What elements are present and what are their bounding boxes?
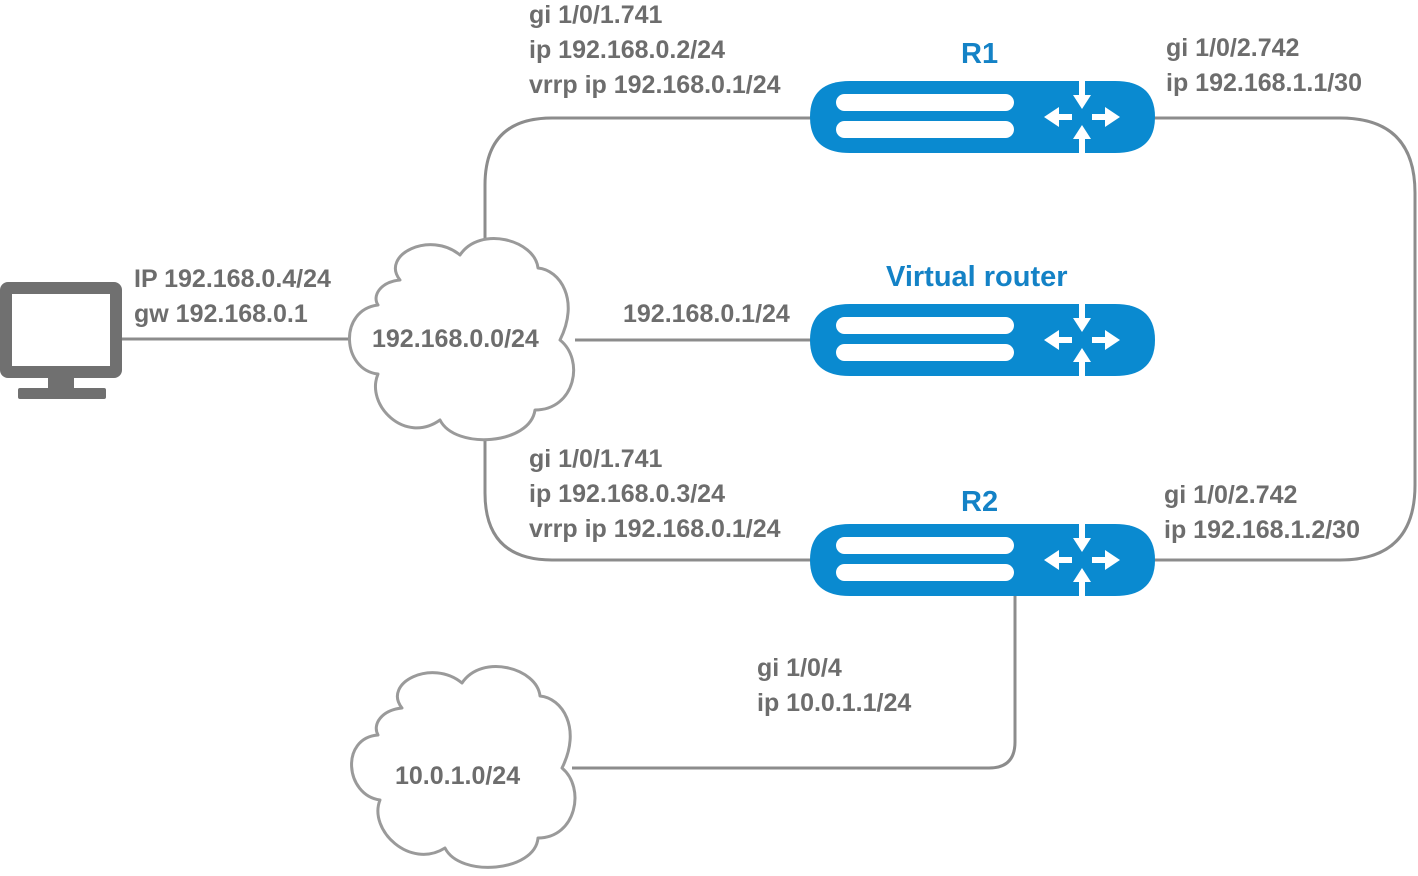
cloud-remote-label: 10.0.1.0/24 [395, 762, 521, 790]
r2-left-ip: ip 192.168.0.3/24 [529, 480, 725, 508]
r2-right-iface: gi 1/0/2.742 [1164, 481, 1298, 509]
r2-name: R2 [961, 486, 999, 518]
r1-right-ip: ip 192.168.1.1/30 [1166, 69, 1362, 97]
cloud-lan [348, 237, 576, 442]
r2-right-interface-label: gi 1/0/2.742 ip 192.168.1.2/30 [1164, 478, 1360, 548]
virtual-router-ip-label: 192.168.0.1/24 [623, 297, 790, 332]
r1-right-iface: gi 1/0/2.742 [1166, 34, 1300, 62]
cloud-remote [350, 665, 577, 869]
link-cloud-r1 [483, 116, 815, 248]
link-cloud-r2 [483, 435, 815, 562]
r1-left-vrrp: vrrp ip 192.168.0.1/24 [529, 71, 781, 99]
r2-left-interface-label: gi 1/0/1.741 ip 192.168.0.3/24 vrrp ip 1… [529, 442, 781, 547]
r1-right-interface-label: gi 1/0/2.742 ip 192.168.1.1/30 [1166, 31, 1362, 101]
pc-ip: IP 192.168.0.4/24 [134, 265, 331, 293]
r2-left-vrrp: vrrp ip 192.168.0.1/24 [529, 515, 781, 543]
link-r1-r2 [1145, 116, 1417, 562]
pc-gateway: gw 192.168.0.1 [134, 300, 308, 328]
router-r2 [810, 524, 1155, 596]
r2-bottom-iface: gi 1/0/4 [757, 654, 842, 682]
r2-bottom-ip: ip 10.0.1.1/24 [757, 689, 912, 717]
r1-name: R1 [961, 38, 999, 70]
router-r1 [810, 81, 1155, 153]
link-r2-remote-cloud [572, 596, 1017, 770]
r2-right-ip: ip 192.168.1.2/30 [1164, 516, 1360, 544]
r2-bottom-interface-label: gi 1/0/4 ip 10.0.1.1/24 [757, 651, 911, 721]
pc-address-label: IP 192.168.0.4/24 gw 192.168.0.1 [134, 262, 331, 332]
r1-left-ip: ip 192.168.0.2/24 [529, 36, 725, 64]
virtual-router-name: Virtual router [886, 261, 1068, 293]
monitor-icon [0, 282, 122, 399]
r1-left-interface-label: gi 1/0/1.741 ip 192.168.0.2/24 vrrp ip 1… [529, 0, 781, 103]
r2-left-iface: gi 1/0/1.741 [529, 445, 663, 473]
virtual-router-ip: 192.168.0.1/24 [623, 300, 790, 328]
cloud-lan-label: 192.168.0.0/24 [372, 325, 539, 353]
router-virtual [810, 304, 1155, 376]
r1-left-iface: gi 1/0/1.741 [529, 1, 663, 29]
links [120, 116, 1417, 770]
